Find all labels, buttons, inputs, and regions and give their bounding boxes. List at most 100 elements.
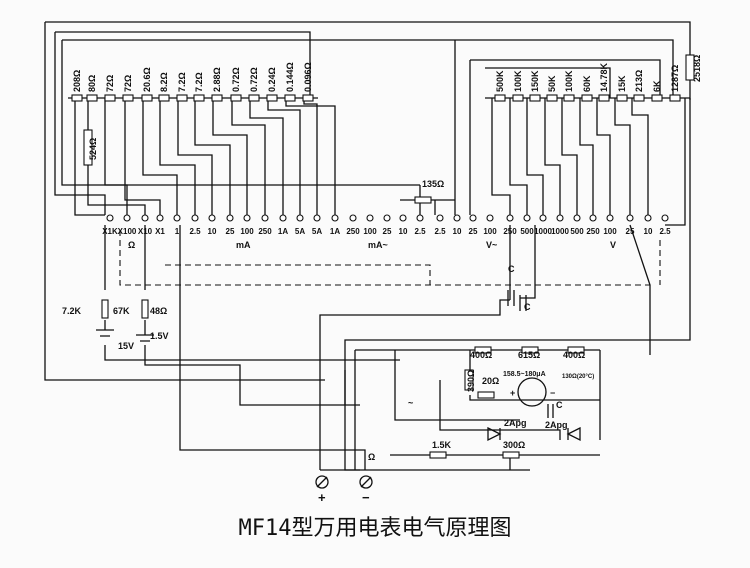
switch-contact[interactable] [349, 214, 357, 222]
terminal-label: X1 [155, 227, 165, 236]
switch-contact[interactable] [399, 214, 407, 222]
shunt-resistor [176, 94, 188, 102]
shunt-resistor [211, 94, 223, 102]
switch-contact[interactable] [331, 214, 339, 222]
terminal-label: 10 [208, 227, 217, 236]
terminal-label: 25 [626, 227, 635, 236]
shunt-resistor [230, 94, 242, 102]
meter-movement [517, 377, 547, 407]
shunt-resistor [122, 94, 134, 102]
switch-contact[interactable] [208, 214, 216, 222]
terminal-label: 1A [278, 227, 288, 236]
switch-contact[interactable] [506, 214, 514, 222]
switch-contact[interactable] [453, 214, 461, 222]
shunt-resistor-label: 7.2Ω [177, 72, 187, 92]
terminal-label: 100 [240, 227, 254, 236]
switch-contact[interactable] [573, 214, 581, 222]
resistor [477, 391, 495, 399]
switch-contact[interactable] [313, 214, 321, 222]
shunt-resistor [71, 94, 83, 102]
terminal-label: 1000 [534, 227, 552, 236]
resistor [464, 369, 474, 391]
multiplier-resistor [581, 94, 593, 102]
switch-contact[interactable] [661, 214, 669, 222]
shunt-resistor-label: 8.2Ω [159, 72, 169, 92]
terminal-label: X1K [102, 227, 118, 236]
multiplier-resistor-label: 14.78K [599, 62, 609, 92]
switch-contact[interactable] [279, 214, 287, 222]
terminal-label: 100 [603, 227, 617, 236]
shunt-resistor-label: 7.2Ω [194, 72, 204, 92]
multiplier-resistor [669, 94, 681, 102]
switch-contact[interactable] [123, 214, 131, 222]
switch-contact[interactable] [366, 214, 374, 222]
terminal-label: X100 [118, 227, 137, 236]
terminal-label: 10 [399, 227, 408, 236]
multiplier-resistor-label: 60K [582, 75, 592, 92]
switch-contact[interactable] [106, 214, 114, 222]
meter-minus: − [550, 388, 555, 398]
terminal-label: 25 [469, 227, 478, 236]
ohm-switch-mark: Ω [368, 452, 375, 462]
shunt-resistor [86, 94, 98, 102]
terminal-label: X10 [138, 227, 153, 236]
batteries [96, 329, 154, 342]
shunt-resistor-label: 80Ω [87, 75, 97, 92]
switch-contact[interactable] [191, 214, 199, 222]
range-dc-v: V [610, 240, 616, 250]
capacitors [507, 290, 554, 418]
meter-resistance-label: 130Ω(20°C) [562, 374, 594, 380]
terminal-label: 250 [346, 227, 360, 236]
resistor [502, 451, 520, 459]
switch-contact[interactable] [436, 214, 444, 222]
switch-contact[interactable] [141, 214, 149, 222]
switch-contact[interactable] [226, 214, 234, 222]
switch-contact[interactable] [589, 214, 597, 222]
shunt-resistor [266, 94, 278, 102]
multiplier-resistor [616, 94, 628, 102]
r390-label: 390Ω [466, 370, 476, 392]
terminal-label: 1000 [551, 227, 569, 236]
switch-contact[interactable] [606, 214, 614, 222]
switch-contact[interactable] [173, 214, 181, 222]
resistor [414, 196, 432, 204]
shunt-resistor-label: 20.6Ω [142, 67, 152, 92]
multiplier-resistor-label: 15K [617, 75, 627, 92]
switch-contact[interactable] [486, 214, 494, 222]
r2518-label: 2518Ω [692, 55, 702, 82]
r400a-label: 400Ω [470, 350, 492, 360]
probe-jacks[interactable] [315, 475, 373, 489]
range-ac-ma: mA~ [368, 240, 388, 250]
switch-contact[interactable] [296, 214, 304, 222]
switch-contact[interactable] [416, 214, 424, 222]
switch-contact[interactable] [383, 214, 391, 222]
terminal-label: 500 [570, 227, 584, 236]
switch-contact[interactable] [644, 214, 652, 222]
resistor [567, 346, 585, 354]
multiplier-resistor [494, 94, 506, 102]
terminal-label: 2.5 [189, 227, 201, 236]
switch-contact[interactable] [243, 214, 251, 222]
multiplier-resistor-label: 500K [495, 70, 505, 92]
terminal-label: 250 [503, 227, 517, 236]
shunt-resistor-label: 0.144Ω [285, 62, 295, 92]
multiplier-resistor-label: 6K [652, 80, 662, 92]
switch-contact[interactable] [626, 214, 634, 222]
switch-contact[interactable] [539, 214, 547, 222]
switch-contact[interactable] [261, 214, 269, 222]
terminal-label: 1A [330, 227, 340, 236]
switch-contact[interactable] [156, 214, 164, 222]
multiplier-resistor [512, 94, 524, 102]
switch-contact[interactable] [523, 214, 531, 222]
terminal-label: 5A [295, 227, 305, 236]
multiplier-resistor-label: 100K [564, 70, 574, 92]
shunt-resistor [302, 94, 314, 102]
shunt-resistor-label: 2.88Ω [212, 67, 222, 92]
multiplier-resistor-label: 50K [547, 75, 557, 92]
switch-contact[interactable] [469, 214, 477, 222]
resistor [101, 299, 109, 319]
switch-contact[interactable] [556, 214, 564, 222]
shunt-resistor [193, 94, 205, 102]
ac-switch-mark: ~ [408, 398, 413, 408]
shunt-resistor [141, 94, 153, 102]
